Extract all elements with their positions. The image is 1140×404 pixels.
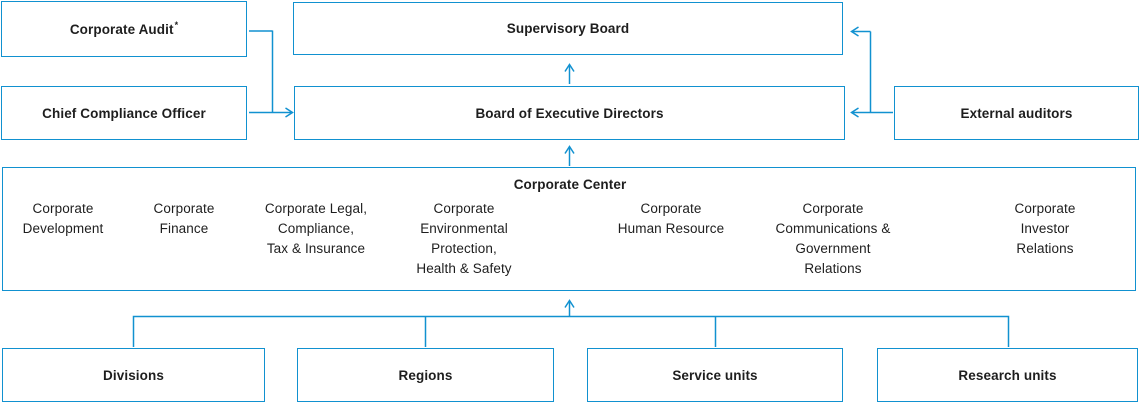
dept-corporate-finance: Corporate Finance [153,201,215,236]
arrowhead-up-icon [564,299,575,308]
dept-corporate-investor-relations: Corporate Investor Relations [1014,201,1076,256]
box-label: External auditors [960,105,1073,121]
dept-corporate-development: Corporate Development [22,201,104,236]
connector-center-to-board [564,145,575,166]
box-label: Board of Executive Directors [475,105,664,121]
box-label: Regions [398,367,453,383]
box-label: Divisions [103,367,164,383]
connector-units-to-center [132,299,1010,347]
box-label: Service units [672,367,758,383]
box-label: Chief Compliance Officer [42,105,206,121]
box-corporate-center: Corporate Center Corporate Development C… [2,167,1136,291]
connector-audit-compliance-to-board [249,30,294,118]
box-board-of-executive-directors: Board of Executive Directors [294,86,845,140]
corporate-center-title: Corporate Center [513,177,627,192]
arrowhead-up-icon [564,145,575,154]
dept-corporate-communications: Corporate Communications & Government Re… [775,201,891,276]
box-corporate-audit: Corporate Audit* [1,1,247,57]
arrowhead-up-icon [564,63,575,72]
box-supervisory-board: Supervisory Board [293,2,843,55]
arrowhead-left-icon [850,26,859,37]
box-service-units: Service units [587,348,843,402]
dept-corporate-legal: Corporate Legal, Compliance, Tax & Insur… [264,201,368,256]
box-label: Corporate Audit* [69,20,179,37]
box-label: Research units [958,367,1057,383]
box-regions: Regions [297,348,554,402]
box-label: Supervisory Board [506,21,630,36]
connector-external-auditors [850,26,893,118]
box-research-units: Research units [877,348,1138,402]
dept-corporate-environmental: Corporate Environmental Protection, Heal… [416,201,512,276]
connector-board-to-supervisory [564,63,575,84]
arrowhead-right-icon [285,107,294,118]
arrowhead-left-icon [850,107,859,118]
dept-corporate-human-resource: Corporate Human Resource [617,201,725,236]
box-chief-compliance-officer: Chief Compliance Officer [1,86,247,140]
box-divisions: Divisions [2,348,265,402]
box-external-auditors: External auditors [894,86,1139,140]
footnote-marker: * [174,20,179,30]
